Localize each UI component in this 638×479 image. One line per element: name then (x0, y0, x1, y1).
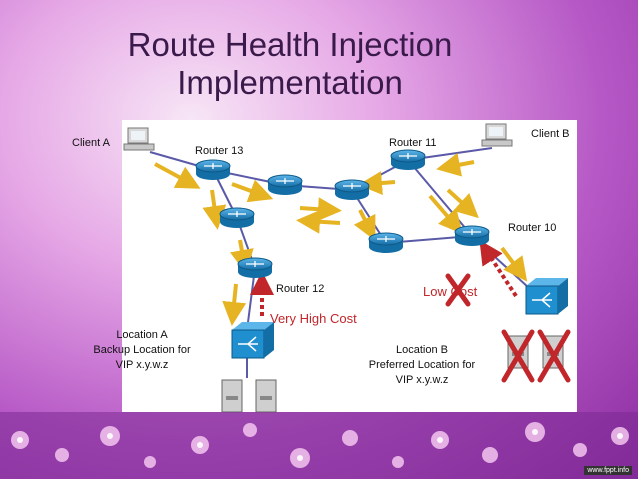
title-line-1: Route Health Injection (127, 26, 453, 63)
location-a-line-3: VIP x.y.w.z (115, 359, 169, 371)
location-a-label: Location A Backup Location for VIP x.y.w… (72, 328, 212, 373)
location-b-line-2: Preferred Location for (368, 359, 476, 371)
cost-arrows (250, 239, 518, 316)
server-a1-icon (221, 379, 243, 413)
link-r11-r10 (407, 159, 473, 237)
router-11-icon (390, 149, 426, 170)
router-center-icon (334, 179, 370, 200)
title-line-2: Implementation (177, 64, 403, 101)
traffic-arrow (222, 283, 247, 326)
switch-b-icon (525, 278, 568, 315)
traffic-arrow (296, 209, 341, 234)
traffic-arrow (299, 197, 342, 222)
client-b-computer-icon (481, 123, 513, 147)
failure-x-icon (501, 329, 535, 383)
location-b-line-3: VIP x.y.w.z (395, 374, 449, 386)
location-a-line-2: Backup Location for (93, 344, 191, 356)
traffic-arrow (358, 171, 396, 196)
slide-title: Route Health Injection Implementation (60, 26, 520, 102)
floral-footer (0, 412, 638, 479)
location-b-line-1: Location B (396, 344, 448, 356)
router-13-icon (195, 159, 231, 180)
traffic-arrow (231, 179, 274, 203)
traffic-arrow (230, 239, 254, 274)
low-cost-label: Low Cost (423, 284, 478, 299)
client-b-label: Client B (531, 128, 570, 140)
traffic-arrow (500, 246, 528, 282)
client-a-label: Client A (72, 137, 110, 149)
router-12-icon (237, 257, 273, 278)
router-13-label: Router 13 (195, 145, 244, 157)
client-a-computer-icon (123, 127, 155, 151)
switch-a-icon (231, 322, 274, 359)
router-12-label: Router 12 (276, 283, 325, 295)
routers (195, 149, 490, 278)
location-a-line-1: Location A (116, 329, 168, 341)
very-high-cost-label: Very High Cost (270, 311, 357, 326)
traffic-arrow (436, 152, 475, 177)
failure-x-icons (445, 273, 571, 383)
router-left-icon (219, 207, 255, 228)
router-10-icon (454, 225, 490, 246)
watermark: www.fppt.info (584, 466, 632, 475)
router-mid-icon (267, 174, 303, 195)
traffic-arrow (353, 209, 376, 241)
traffic-arrows (154, 152, 528, 326)
router-11-label: Router 11 (389, 137, 437, 149)
server-a2-icon (255, 379, 277, 413)
failure-x-icon (445, 273, 471, 307)
traffic-arrow (428, 194, 463, 235)
cost-arrow-low (479, 239, 518, 298)
router-low-icon (368, 232, 404, 253)
traffic-arrow (446, 188, 479, 219)
traffic-arrow (202, 189, 227, 230)
traffic-arrow (154, 162, 201, 189)
location-b-label: Location B Preferred Location for VIP x.… (352, 343, 492, 388)
failure-x-icon (537, 329, 571, 383)
router-10-label: Router 10 (508, 222, 557, 234)
